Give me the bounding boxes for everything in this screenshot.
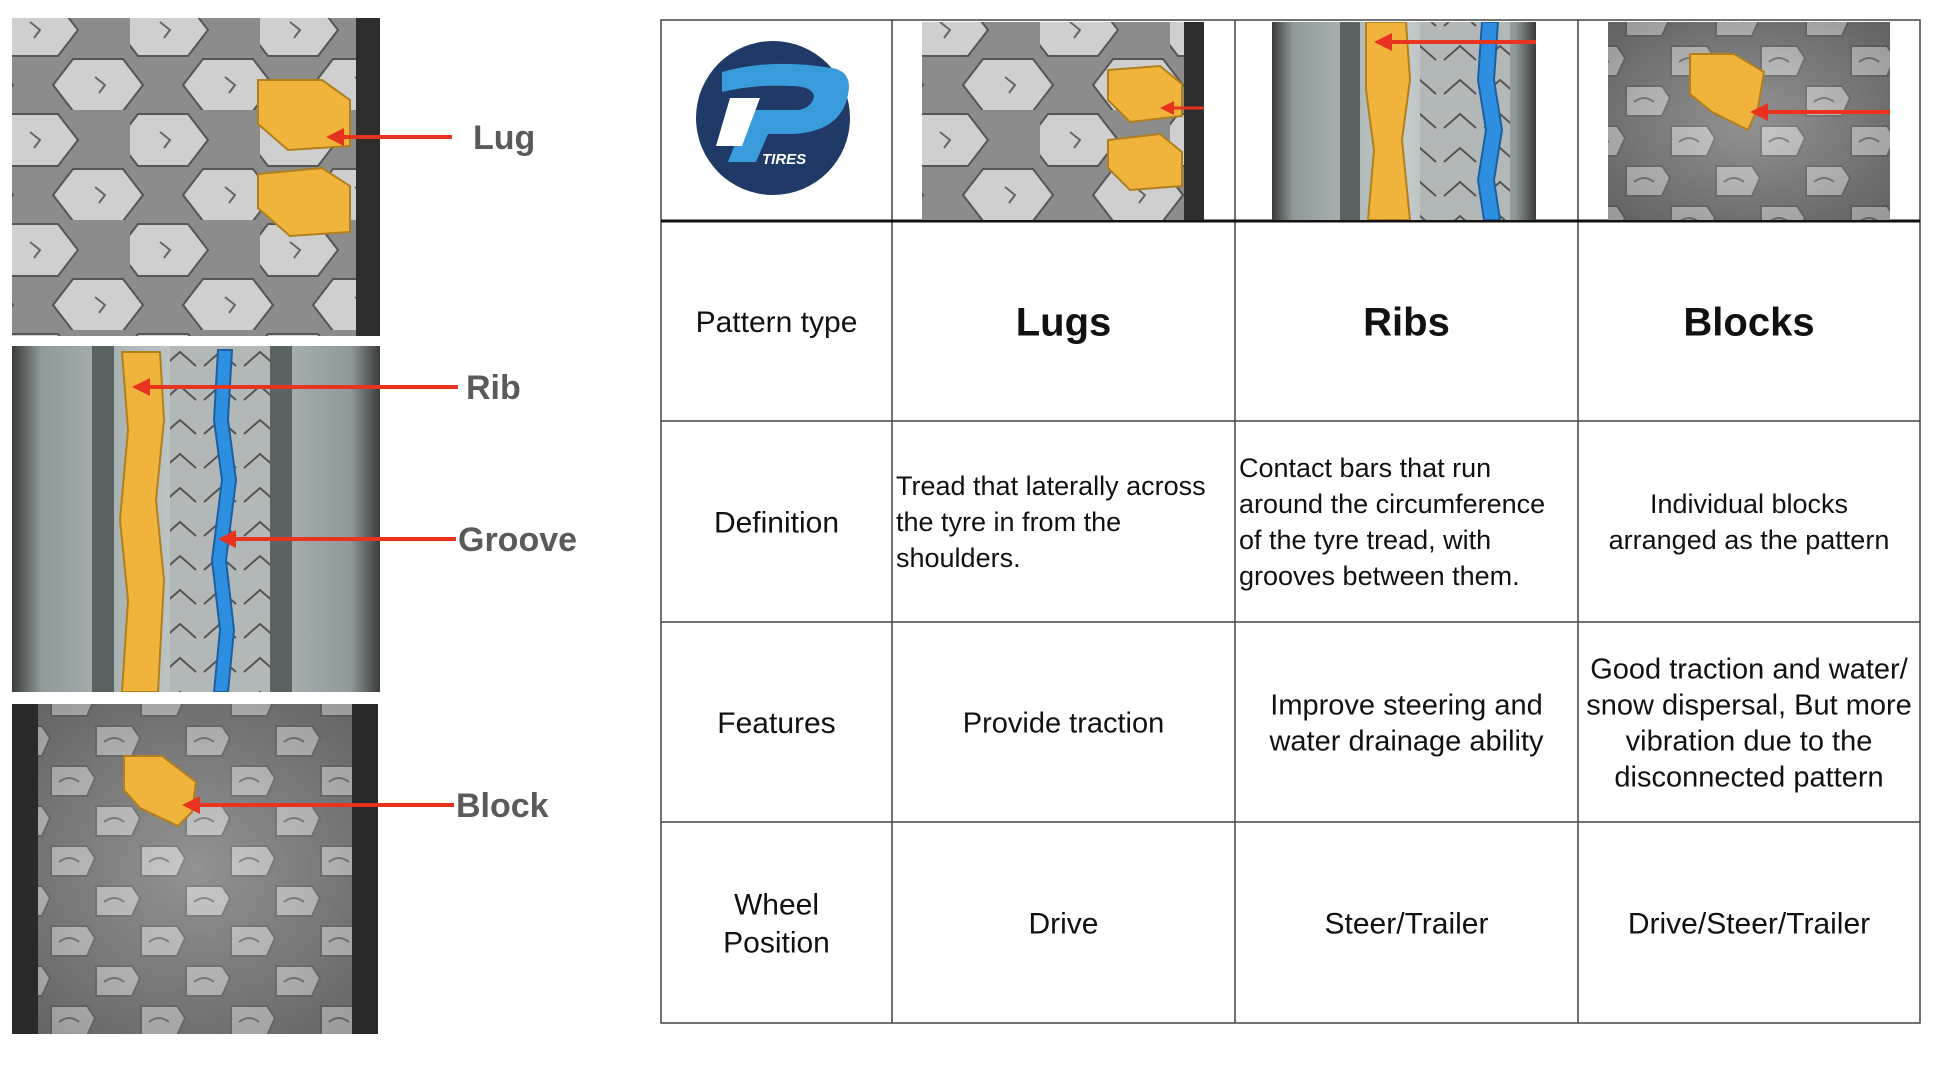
cell-pattern-type-header-line: Pattern type (696, 306, 858, 339)
groove-arrow (218, 530, 456, 548)
cell-wheel-position-blocks-line: Drive/Steer/Trailer (1628, 907, 1870, 940)
cell-pattern-type-ribs-line: Ribs (1363, 300, 1450, 344)
block-label: Block (456, 787, 549, 825)
ribs-thumbnail (1272, 22, 1536, 220)
lug-arrow (326, 128, 452, 146)
cell-definition-lugs-line: shoulders. (896, 543, 1021, 573)
cell-definition-header-line: Definition (714, 506, 839, 539)
cell-definition-lugs-line: Tread that laterally across (896, 471, 1206, 501)
cell-pattern-type-blocks-line: Blocks (1683, 300, 1814, 344)
block-tread-image (12, 704, 378, 1034)
cell-features-ribs-line: Improve steering and (1270, 689, 1542, 721)
cell-wheel-position-header-line: Wheel (734, 888, 819, 921)
cell-definition-blocks-line: Individual blocks (1650, 489, 1848, 519)
cell-features-blocks-line: Good traction and water/ (1590, 653, 1909, 685)
cell-features-header-line: Features (717, 707, 835, 740)
groove-label: Groove (458, 521, 577, 559)
lug-tread-image (12, 18, 380, 336)
rib-label: Rib (466, 369, 521, 407)
cell-definition-ribs-line: grooves between them. (1239, 561, 1520, 591)
cell-wheel-position-lugs-line: Drive (1028, 907, 1098, 940)
cell-features-blocks-line: vibration due to the (1626, 725, 1873, 757)
cell-pattern-type-lugs-line: Lugs (1016, 300, 1112, 344)
cell-features-blocks-line: snow dispersal, But more (1586, 689, 1912, 721)
lug-label: Lug (473, 119, 535, 157)
cell-definition-lugs-line: the tyre in from the (896, 507, 1121, 537)
logo-text: TIRES (762, 151, 806, 168)
cell-wheel-position-header-line: Position (723, 926, 830, 959)
blocks-thumbnail (1608, 22, 1890, 220)
rib-tread-image (12, 346, 380, 692)
cell-definition-ribs-line: of the tyre tread, with (1239, 525, 1491, 555)
cell-definition-ribs-line: Contact bars that run (1239, 453, 1491, 483)
cell-features-ribs-line: water drainage ability (1268, 725, 1544, 757)
block-arrow (182, 796, 454, 814)
rib-arrow (132, 378, 458, 396)
lugs-thumbnail (922, 22, 1204, 220)
cell-definition-blocks-line: arranged as the pattern (1609, 525, 1890, 555)
pattern-comparison-table (660, 19, 1921, 1024)
p-tires-logo-icon: TIRES (696, 41, 850, 195)
cell-wheel-position-ribs-line: Steer/Trailer (1325, 907, 1489, 940)
cell-features-blocks-line: disconnected pattern (1614, 761, 1883, 793)
cell-definition-ribs-line: around the circumference (1239, 489, 1545, 519)
cell-features-lugs-line: Provide traction (963, 707, 1165, 739)
